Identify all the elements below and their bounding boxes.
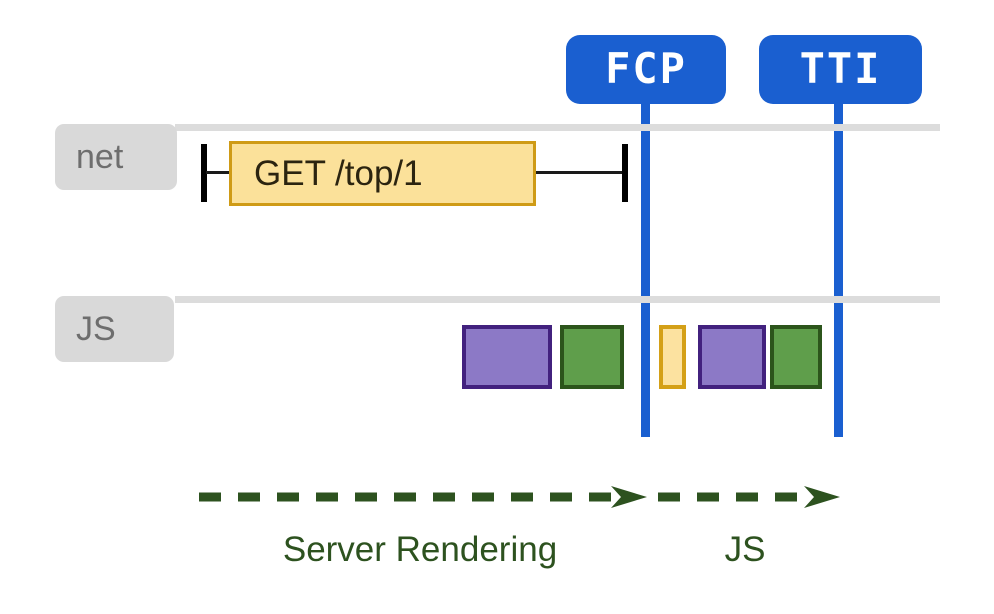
tti-marker-badge[interactable]: TTI (759, 35, 922, 104)
js-task-block-1[interactable] (462, 325, 552, 389)
server-rendering-arrow (199, 486, 647, 508)
track-label-js[interactable]: JS (55, 296, 174, 362)
js-task-block-5[interactable] (770, 325, 822, 389)
fcp-marker-label: FCP (605, 44, 687, 93)
js-task-block-3[interactable] (659, 325, 686, 389)
network-request-label: GET /top/1 (254, 153, 423, 193)
js-task-block-4[interactable] (698, 325, 766, 389)
request-start-whisker (201, 144, 207, 202)
js-track-line (175, 296, 940, 303)
net-track-line (175, 124, 940, 131)
js-phase-arrow (658, 486, 840, 508)
tti-marker-line (834, 96, 843, 437)
network-request-bar[interactable]: GET /top/1 (229, 141, 536, 206)
request-end-stem (536, 171, 626, 174)
track-label-net-text: net (76, 137, 124, 176)
track-label-js-text: JS (76, 309, 116, 348)
request-end-whisker (622, 144, 628, 202)
request-start-stem (206, 171, 232, 174)
phase-label-js: JS (724, 530, 766, 569)
js-task-block-2[interactable] (560, 325, 624, 389)
track-label-net[interactable]: net (55, 124, 177, 190)
tti-marker-label: TTI (799, 44, 882, 93)
fcp-marker-line (641, 96, 650, 437)
phase-label-server-rendering: Server Rendering (282, 530, 558, 569)
fcp-marker-badge[interactable]: FCP (566, 35, 726, 104)
